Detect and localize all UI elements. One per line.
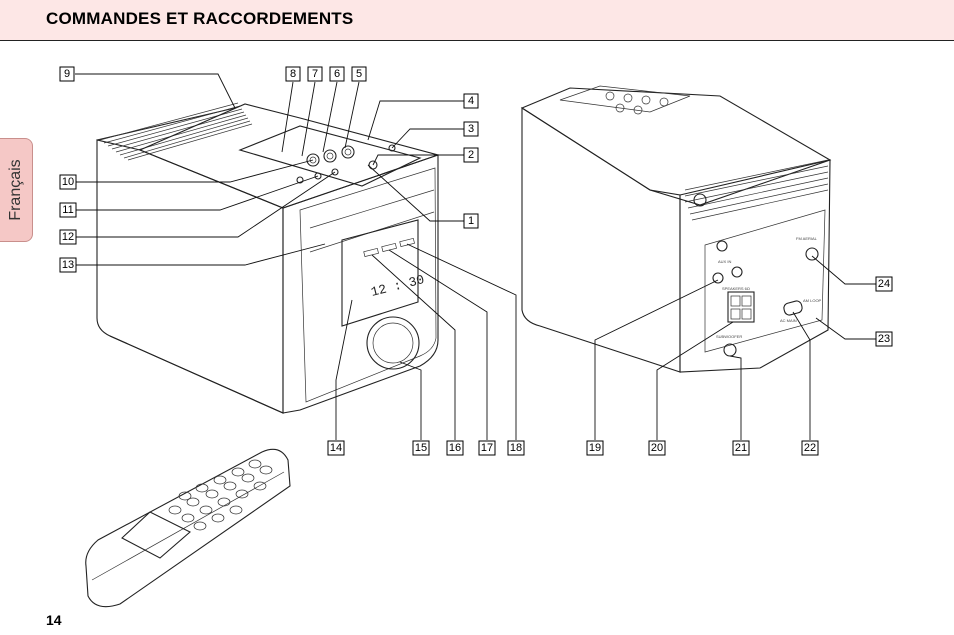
callout-19: 19 [586,440,604,456]
callout-16: 16 [446,440,464,456]
svg-text:10: 10 [62,176,74,188]
callout-13: 13 [59,257,77,273]
svg-text:11: 11 [62,204,73,216]
svg-text:23: 23 [878,333,890,345]
svg-text:15: 15 [415,442,427,454]
svg-text:16: 16 [449,442,461,454]
svg-text:2: 2 [468,149,474,161]
callout-14: 14 [327,440,345,456]
callout-3: 3 [463,121,479,137]
callout-17: 17 [478,440,496,456]
remote-control-drawing [85,448,291,608]
svg-text:19: 19 [589,442,601,454]
callout-2: 2 [463,147,479,163]
svg-text:5: 5 [356,68,362,80]
page-number: 14 [46,612,62,628]
speakers-label: SPEAKERS 6Ω [722,286,750,291]
leader-lines [75,73,876,440]
svg-text:7: 7 [312,68,318,80]
callout-4: 4 [463,93,479,109]
callout-12: 12 [59,229,77,245]
svg-text:20: 20 [651,442,663,454]
svg-text:9: 9 [64,68,70,80]
callout-7: 7 [307,66,323,82]
callout-8: 8 [285,66,301,82]
callout-1: 1 [463,213,479,229]
callout-18: 18 [507,440,525,456]
svg-text:12: 12 [62,231,74,243]
page-title: COMMANDES ET RACCORDEMENTS [46,9,354,28]
fm-aerial-label: FM AERIAL [796,236,818,241]
callout-20: 20 [648,440,666,456]
callout-9: 9 [59,66,75,82]
callout-6: 6 [329,66,345,82]
svg-text:21: 21 [735,442,747,454]
front-unit-drawing: 12 : 30 [96,102,440,414]
callout-24: 24 [875,276,893,292]
callout-15: 15 [412,440,430,456]
am-loop-label: AM LOOP [803,298,822,303]
svg-text:24: 24 [878,278,890,290]
callout-21: 21 [732,440,750,456]
svg-text:6: 6 [334,68,340,80]
callout-11: 11 [59,202,77,218]
callout-23: 23 [875,331,893,347]
callout-22: 22 [801,440,819,456]
callout-5: 5 [351,66,367,82]
header-band: COMMANDES ET RACCORDEMENTS [0,0,954,41]
svg-text:14: 14 [330,442,342,454]
svg-text:3: 3 [468,123,474,135]
aux-in-label: AUX IN [718,259,731,264]
ac-main-label: AC MAIN [780,318,797,323]
callout-10: 10 [59,174,77,190]
rear-unit-drawing: AUX IN SPEAKERS 6Ω SUBWOOFER FM AERIAL A… [520,85,832,373]
svg-text:13: 13 [62,259,74,271]
svg-text:1: 1 [468,215,474,227]
svg-text:8: 8 [290,68,296,80]
svg-text:4: 4 [468,95,474,107]
language-tab[interactable]: Français [0,138,33,242]
svg-text:18: 18 [510,442,522,454]
svg-text:22: 22 [804,442,816,454]
svg-text:17: 17 [481,442,493,454]
subwoofer-label: SUBWOOFER [716,334,742,339]
